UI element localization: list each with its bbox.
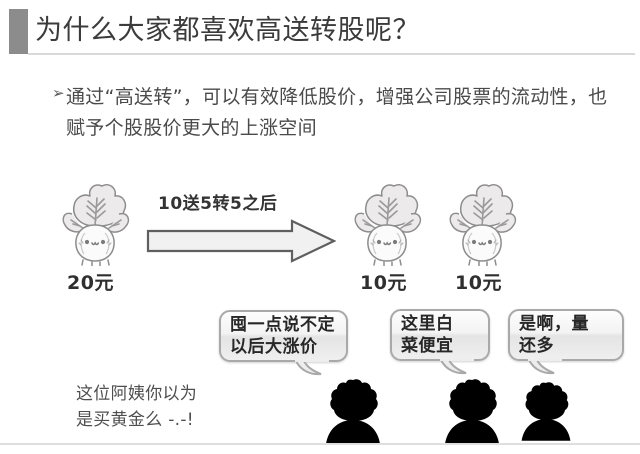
bottom-divider bbox=[0, 443, 640, 445]
bullet-arrow-icon: ➢ bbox=[52, 84, 65, 102]
cabbage-character-icon bbox=[59, 180, 131, 266]
bottom-note-text: 这位阿姨你以为 是买黄金么 -.-! bbox=[76, 384, 198, 430]
speech-bubble-2-tail-icon bbox=[440, 359, 474, 375]
bullet-body-text: 通过“高送转”，可以有效降低股价，增强公司股票的流动性，也赋予个股股价更大的上涨… bbox=[66, 86, 608, 139]
transform-arrow-icon bbox=[146, 219, 336, 263]
cabbage-character-icon bbox=[446, 180, 518, 266]
speech-bubble-3-tail-icon bbox=[528, 359, 562, 375]
price-label-before: 20元 bbox=[67, 272, 114, 294]
speech-bubble-1-text: 囤一点说不定 以后大涨价 bbox=[230, 315, 335, 357]
title-divider bbox=[28, 53, 635, 55]
speech-bubble-3-text: 是啊，量 还多 bbox=[519, 314, 589, 356]
speech-bubble-1-tail-icon bbox=[295, 360, 329, 376]
page-title: 为什么大家都喜欢高送转股呢？ bbox=[35, 15, 420, 46]
title-accent-bar bbox=[9, 9, 28, 54]
speech-bubble-2-text: 这里白 菜便宜 bbox=[401, 314, 454, 356]
person-silhouette-icon bbox=[322, 378, 384, 444]
arrow-caption: 10送5转5之后 bbox=[158, 194, 278, 214]
speech-bubble-3: 是啊，量 还多 bbox=[508, 309, 624, 361]
person-silhouette-icon bbox=[441, 378, 503, 444]
speech-bubble-2: 这里白 菜便宜 bbox=[390, 309, 490, 361]
price-label-after-2: 10元 bbox=[455, 272, 502, 294]
person-silhouette-icon bbox=[518, 380, 574, 442]
price-label-after-1: 10元 bbox=[360, 272, 407, 294]
speech-bubble-1: 囤一点说不定 以后大涨价 bbox=[219, 310, 348, 362]
cabbage-character-icon bbox=[351, 180, 423, 266]
